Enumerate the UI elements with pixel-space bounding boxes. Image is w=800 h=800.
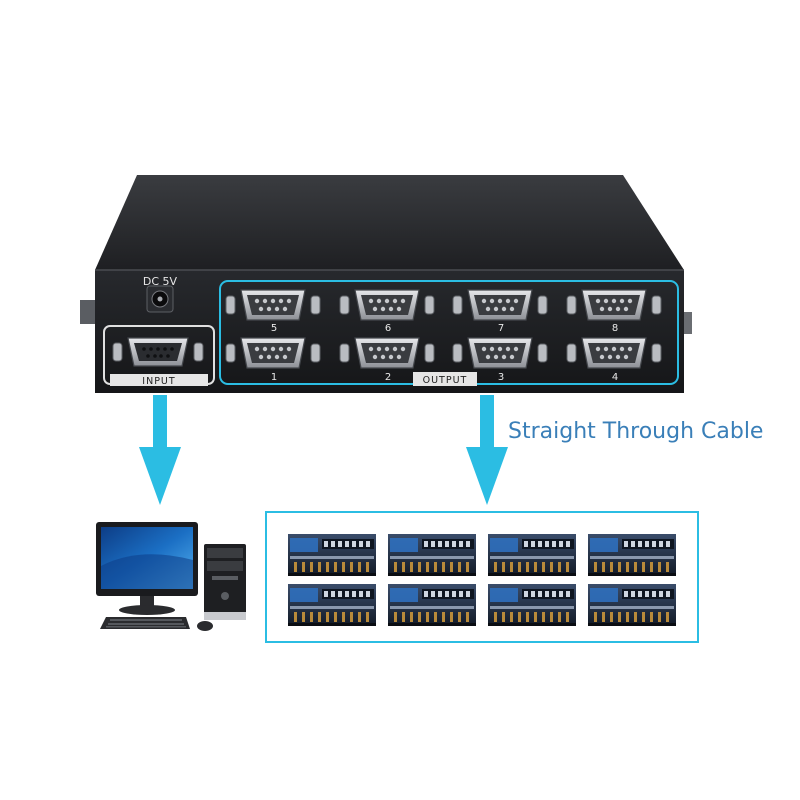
rack-device-icon: [388, 534, 476, 576]
rack-device-icon: [588, 534, 676, 576]
port-number: 2: [385, 372, 391, 383]
rack-device-icon: [288, 584, 376, 626]
output-label: OUTPUT: [423, 375, 468, 386]
output-label-plate: [413, 372, 477, 386]
port-number: 6: [385, 323, 391, 334]
rack-device-icon: [388, 584, 476, 626]
rack-device-icon: [288, 534, 376, 576]
arrow-down-icon: [139, 395, 181, 505]
rack-device-icon: [488, 584, 576, 626]
power-label: DC 5V: [143, 275, 178, 288]
port-number: 5: [271, 323, 277, 334]
port-number: 3: [498, 372, 504, 383]
port-number: 7: [498, 323, 504, 334]
port-number: 1: [271, 372, 277, 383]
input-label: INPUT: [142, 376, 175, 387]
caption: Straight Through Cable: [508, 419, 764, 444]
input-panel: [103, 325, 215, 386]
rack-device-icon: [488, 534, 576, 576]
target-devices-frame: [265, 511, 699, 643]
desktop-computer-icon: [96, 522, 246, 631]
arrow-down-icon: [466, 395, 508, 505]
rack-device-icon: [588, 584, 676, 626]
switch-chassis: [80, 175, 692, 393]
port-number: 8: [612, 323, 618, 334]
dc-power-jack-icon: [146, 285, 174, 313]
port-number: 4: [612, 372, 618, 383]
